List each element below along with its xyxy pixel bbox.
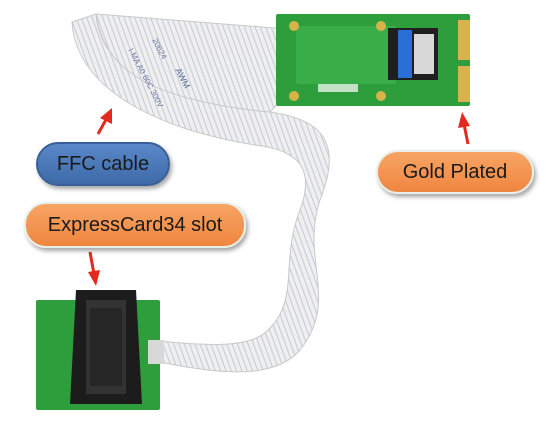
gold-plated-label: Gold Plated bbox=[402, 160, 508, 183]
arrow-gold-plated bbox=[458, 112, 470, 145]
expresscard-slot-label: ExpressCard34 slot bbox=[47, 213, 223, 236]
gold-plated-callout: Gold Plated bbox=[376, 150, 534, 194]
expresscard-adapter bbox=[36, 290, 164, 410]
ffc-cable-upper bbox=[95, 13, 301, 113]
arrow-expresscard-slot bbox=[88, 251, 100, 286]
mini-pcie-card bbox=[276, 14, 470, 106]
ffc-cable-label: FFC cable bbox=[56, 152, 150, 175]
expresscard-slot-callout: ExpressCard34 slot bbox=[24, 202, 246, 248]
ffc-cable-callout: FFC cable bbox=[36, 142, 170, 186]
arrow-ffc-cable bbox=[96, 108, 112, 135]
